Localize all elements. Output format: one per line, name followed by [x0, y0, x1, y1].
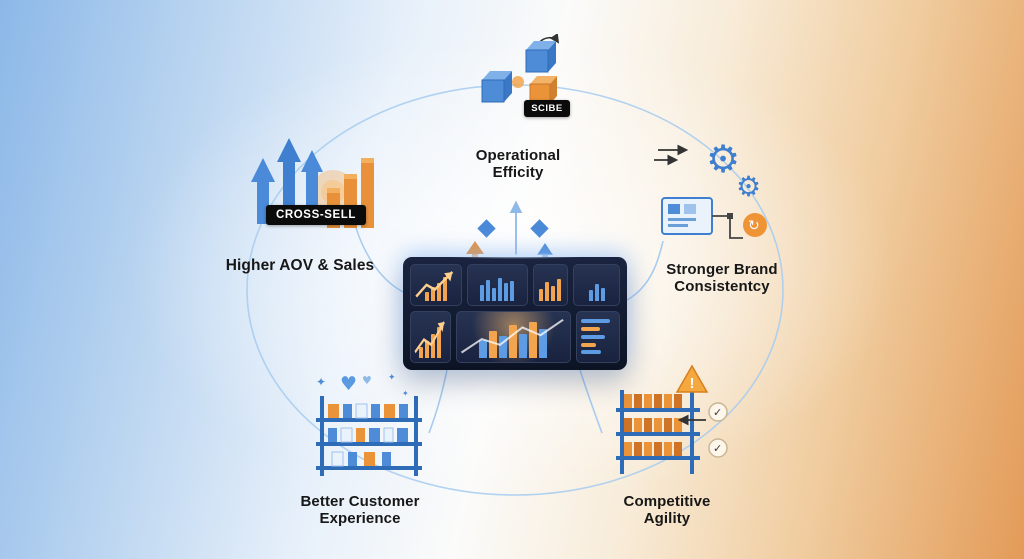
- aov-label-text: Higher AOV & Sales: [225, 257, 375, 274]
- dashboard-tile-hero-chart: [455, 310, 571, 363]
- brand-label-line2: Consistentcy: [674, 278, 770, 296]
- cross-sell-badge: CROSS-SELL: [266, 205, 366, 225]
- svg-text:♥: ♥: [362, 374, 372, 387]
- svg-text:✦: ✦: [388, 373, 396, 383]
- dashboard-tile-growth: [410, 310, 451, 363]
- competitive-label: Competitive Agility: [592, 493, 742, 528]
- svg-text:↻: ↻: [748, 218, 760, 234]
- brand-label-line1: Stronger Brand: [666, 261, 778, 278]
- dashboard-tile-trend: [410, 264, 462, 306]
- svg-text:✓: ✓: [713, 442, 722, 455]
- competitive-label-line1: Competitive: [623, 493, 711, 510]
- customer-label-line2: Experience: [319, 510, 401, 528]
- shelf-hearts-icon: ✦ ✦ ✦ ♥ ♥: [316, 373, 422, 476]
- shelf-alert-icon: ! ✓ ✓: [616, 364, 728, 474]
- dashboard-tile-list: [575, 310, 620, 363]
- operational-label: Operational Efficity: [438, 147, 598, 182]
- svg-text:✦: ✦: [316, 375, 326, 389]
- cubes-icon: [481, 34, 560, 105]
- customer-label: Better Customer Experience: [275, 493, 445, 528]
- operational-label-line2: Efficity: [492, 164, 544, 182]
- dashboard-panel: [403, 253, 627, 370]
- dashboard-tile-bars-orange: [532, 264, 569, 306]
- dashboard-tile-bars-blue: [466, 264, 528, 306]
- svg-text:⚙: ⚙: [736, 170, 761, 203]
- brand-label: Stronger Brand Consistentcy: [632, 261, 812, 296]
- scibe-badge: SCIBE: [524, 100, 570, 117]
- trend-arrow-icon: [415, 271, 454, 298]
- hero-line-icon: [460, 318, 564, 354]
- growth-arrow-icon: [414, 320, 445, 353]
- svg-text:!: !: [690, 375, 695, 392]
- svg-text:⚙: ⚙: [706, 137, 740, 181]
- svg-text:♥: ♥: [340, 373, 357, 395]
- customer-label-line1: Better Customer: [300, 493, 420, 510]
- dashboard-glow: [438, 253, 592, 259]
- svg-text:✓: ✓: [713, 406, 722, 419]
- svg-text:✦: ✦: [402, 389, 409, 398]
- cross-sell-chart-icon: [251, 138, 374, 228]
- dashboard-tile-mini: [573, 264, 620, 306]
- aov-label: Higher AOV & Sales: [185, 257, 415, 275]
- gears-monitor-icon: ⚙ ⚙ ↻: [654, 137, 767, 239]
- competitive-label-line2: Agility: [643, 510, 691, 528]
- operational-label-line1: Operational: [475, 147, 561, 164]
